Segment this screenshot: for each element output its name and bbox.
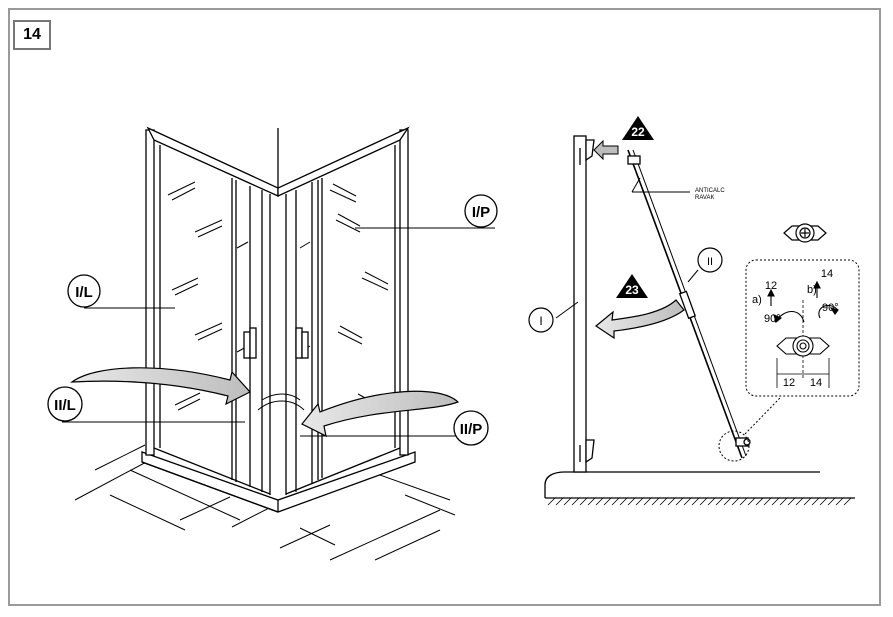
floor-tiles [74, 444, 456, 561]
top-rail-left [146, 126, 279, 198]
triangle-label-23: 23 [625, 283, 639, 297]
detail-a-prefix: a) [752, 294, 762, 306]
left-wall-profile [145, 129, 155, 456]
detail-b-prefix: b) [807, 284, 817, 296]
right-door-insert-arrow [301, 390, 460, 438]
warning-triangle-22: 22 [622, 116, 654, 140]
label-i-l: I/L [75, 284, 93, 301]
callout-ii-l: II/L [47, 386, 83, 422]
callout-i: I [528, 307, 554, 333]
callout-ii-p: II/P [453, 410, 489, 446]
remove-arrow-22 [593, 139, 619, 161]
right-door-handle [295, 327, 303, 359]
callout-i-p: I/P [464, 194, 498, 228]
step-number-badge: 14 [13, 20, 51, 50]
figure-frame [8, 8, 881, 606]
floor-hatching [547, 497, 852, 506]
detail-b-value: 14 [821, 268, 833, 280]
step-number: 14 [23, 26, 41, 43]
detail-b-angle: 90° [822, 302, 839, 314]
detail-dim-right: 14 [810, 377, 822, 389]
tilt-arrow-23 [594, 299, 685, 340]
label-ii-p: II/P [460, 421, 483, 438]
label-i: I [539, 314, 542, 328]
roller-top-view-icon [783, 223, 827, 243]
anticalc-label-line1: ANTICALC [695, 188, 725, 194]
fixed-panel [573, 135, 587, 473]
callout-ii: II [697, 247, 723, 273]
detail-a-angle: 90° [764, 313, 781, 325]
warning-triangle-23: 23 [616, 274, 648, 298]
leader-lines-left [62, 227, 495, 437]
floor-base [544, 471, 820, 498]
top-rail-right [277, 126, 410, 198]
label-ii: II [707, 256, 713, 268]
label-ii-l: II/L [54, 397, 76, 414]
anticalc-label-line2: RAVAK [695, 195, 714, 201]
label-i-p: I/P [472, 204, 490, 221]
callout-i-l: I/L [67, 274, 101, 308]
adjustment-detail [767, 280, 839, 388]
triangle-label-22: 22 [631, 125, 645, 139]
shower-enclosure-drawing [74, 126, 456, 561]
detail-a-value: 12 [765, 280, 777, 292]
left-door-insert-arrow [70, 367, 251, 406]
detail-dim-left: 12 [783, 377, 795, 389]
adjustment-detail-box [745, 259, 860, 397]
side-view-drawing [544, 135, 855, 506]
left-door-handle [243, 331, 251, 359]
